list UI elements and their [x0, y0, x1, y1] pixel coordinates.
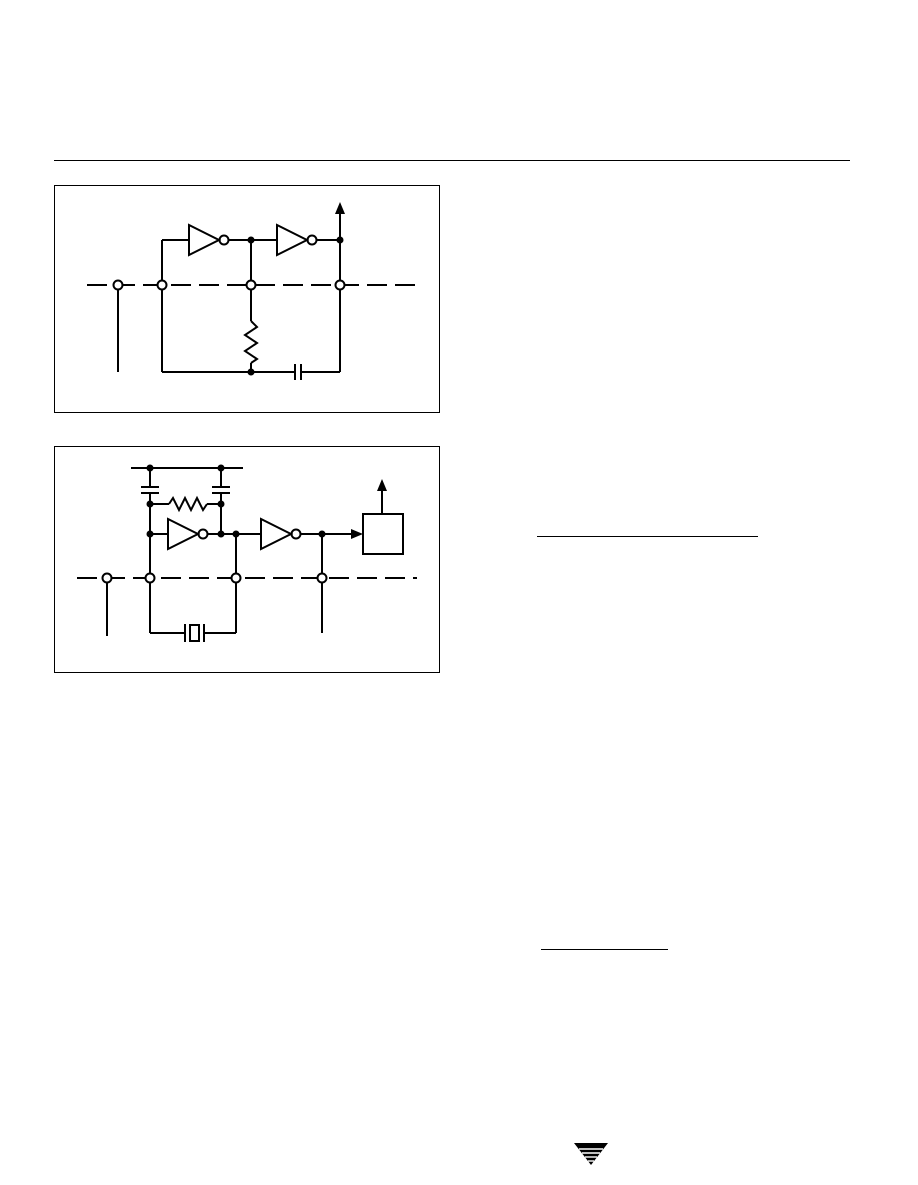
pin-4: [334, 279, 346, 291]
inverter-1: [167, 517, 201, 551]
figure-rc-oscillator: [54, 185, 440, 413]
output-arrow-icon: [335, 202, 345, 214]
inverter-1: [188, 223, 222, 257]
resistor: [168, 495, 208, 513]
right-rule-2: [541, 949, 668, 950]
signal-arrow-icon: [351, 529, 363, 539]
header-rule: [54, 160, 850, 161]
right-rule-1: [537, 536, 758, 537]
figure-crystal-oscillator: [54, 446, 440, 673]
pin-3: [245, 279, 257, 291]
pin-2: [144, 572, 156, 584]
resistor: [243, 320, 259, 364]
footer-logo: [573, 1142, 609, 1166]
output-block: [362, 513, 404, 555]
inverter-2: [276, 223, 310, 257]
output-arrow-icon: [377, 479, 387, 491]
rc-oscillator-schematic: [87, 202, 417, 380]
pin-1: [112, 279, 124, 291]
inverter-2: [260, 517, 294, 551]
pin-1: [101, 572, 113, 584]
pin-2: [156, 279, 168, 291]
crystal-oscillator-schematic: [77, 464, 417, 642]
pin-3: [230, 572, 242, 584]
pin-4: [316, 572, 328, 584]
crystal-body: [189, 624, 200, 642]
vishay-style-triangle-logo-icon: [574, 1143, 608, 1165]
